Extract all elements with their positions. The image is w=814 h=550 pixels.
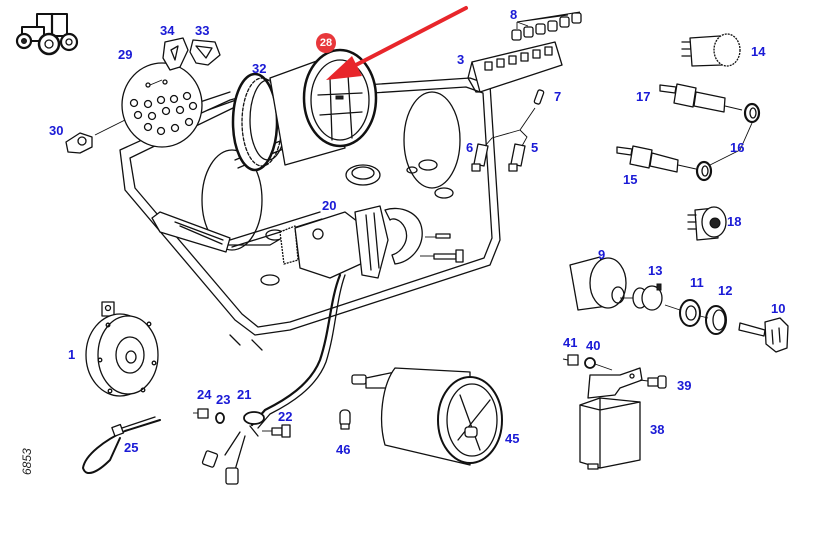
drawing-number: 6853 bbox=[20, 448, 34, 475]
callout-29[interactable]: 29 bbox=[118, 47, 133, 62]
part-20-screw-short bbox=[425, 233, 451, 239]
callout-10[interactable]: 10 bbox=[771, 301, 786, 316]
part-20-combination-switch bbox=[151, 205, 423, 279]
callout-1[interactable]: 1 bbox=[68, 347, 76, 362]
part-40-washer bbox=[584, 357, 613, 371]
callout-40[interactable]: 40 bbox=[586, 338, 601, 353]
callout-15[interactable]: 15 bbox=[623, 172, 638, 187]
callout-38[interactable]: 38 bbox=[650, 422, 665, 437]
part-30-clip bbox=[65, 132, 93, 154]
part-21-clamp bbox=[243, 411, 265, 437]
part-41-nut bbox=[562, 354, 579, 366]
callout-7[interactable]: 7 bbox=[554, 89, 562, 104]
part-24-nut bbox=[193, 408, 209, 419]
part-15-sensor bbox=[616, 145, 697, 173]
part-23-washer bbox=[215, 412, 225, 424]
wiring-harness bbox=[250, 273, 346, 429]
part-12-ring bbox=[699, 305, 727, 335]
tractor-icon bbox=[15, 12, 79, 56]
part-22-screw bbox=[262, 424, 291, 438]
callout-13[interactable]: 13 bbox=[648, 263, 663, 278]
callout-34[interactable]: 34 bbox=[160, 23, 175, 38]
part-39-screw bbox=[639, 375, 667, 389]
part-10-key bbox=[738, 317, 789, 353]
part-9-ignition-switch bbox=[569, 256, 627, 311]
part-16-washer-upper bbox=[743, 102, 761, 124]
part-14-warning-light bbox=[681, 33, 741, 67]
callout-30[interactable]: 30 bbox=[49, 123, 64, 138]
part-38-relay bbox=[579, 397, 641, 470]
part-46-bulb bbox=[339, 409, 351, 430]
callout-8[interactable]: 8 bbox=[510, 7, 518, 22]
part-1-horn bbox=[85, 301, 159, 397]
part-6-bulb-holder bbox=[471, 143, 489, 172]
part-28-instrument-gauge bbox=[269, 48, 378, 166]
callout-39[interactable]: 39 bbox=[677, 378, 692, 393]
part-29-cover-plate bbox=[94, 62, 203, 148]
callout-20[interactable]: 20 bbox=[322, 198, 337, 213]
part-3-switch-block bbox=[467, 41, 563, 93]
callout-9[interactable]: 9 bbox=[598, 247, 606, 262]
part-20-screw-long bbox=[420, 249, 464, 263]
part-45-gauge bbox=[351, 367, 503, 466]
part-16-washer-lower bbox=[695, 160, 713, 182]
callout-46[interactable]: 46 bbox=[336, 442, 351, 457]
callout-45[interactable]: 45 bbox=[505, 431, 520, 446]
callout-6[interactable]: 6 bbox=[466, 140, 474, 155]
part-13-lock-cylinder bbox=[620, 283, 663, 311]
callout-32[interactable]: 32 bbox=[252, 61, 267, 76]
callout-16[interactable]: 16 bbox=[730, 140, 745, 155]
callout-24[interactable]: 24 bbox=[197, 387, 212, 402]
callout-33[interactable]: 33 bbox=[195, 23, 210, 38]
part-11-nut bbox=[664, 299, 701, 327]
callout-12[interactable]: 12 bbox=[718, 283, 733, 298]
callout-5[interactable]: 5 bbox=[531, 140, 539, 155]
highlight-arrow bbox=[326, 6, 468, 80]
callout-23[interactable]: 23 bbox=[216, 392, 231, 407]
callout-22[interactable]: 22 bbox=[278, 409, 293, 424]
callout-11[interactable]: 11 bbox=[690, 275, 704, 290]
part-8-switch-caps bbox=[511, 11, 582, 41]
part-25-cable-tie bbox=[82, 416, 161, 475]
part-5-bulb-holder bbox=[508, 143, 526, 172]
part-7-bulb bbox=[533, 89, 545, 105]
callout-14[interactable]: 14 bbox=[751, 44, 766, 59]
part-34-socket bbox=[162, 37, 189, 71]
part-17-sensor bbox=[659, 83, 743, 113]
callout-25[interactable]: 25 bbox=[124, 440, 139, 455]
callout-3[interactable]: 3 bbox=[457, 52, 465, 67]
part-33-socket bbox=[189, 39, 221, 66]
highlight-badge-28[interactable]: 28 bbox=[316, 33, 336, 53]
callout-21[interactable]: 21 bbox=[237, 387, 252, 402]
part-18-rotary-switch bbox=[687, 206, 727, 241]
callout-17[interactable]: 17 bbox=[636, 89, 651, 104]
callout-18[interactable]: 18 bbox=[727, 214, 742, 229]
part-38-relay-bracket bbox=[587, 367, 643, 399]
callout-41[interactable]: 41 bbox=[563, 335, 578, 350]
harness-connectors bbox=[201, 431, 246, 485]
